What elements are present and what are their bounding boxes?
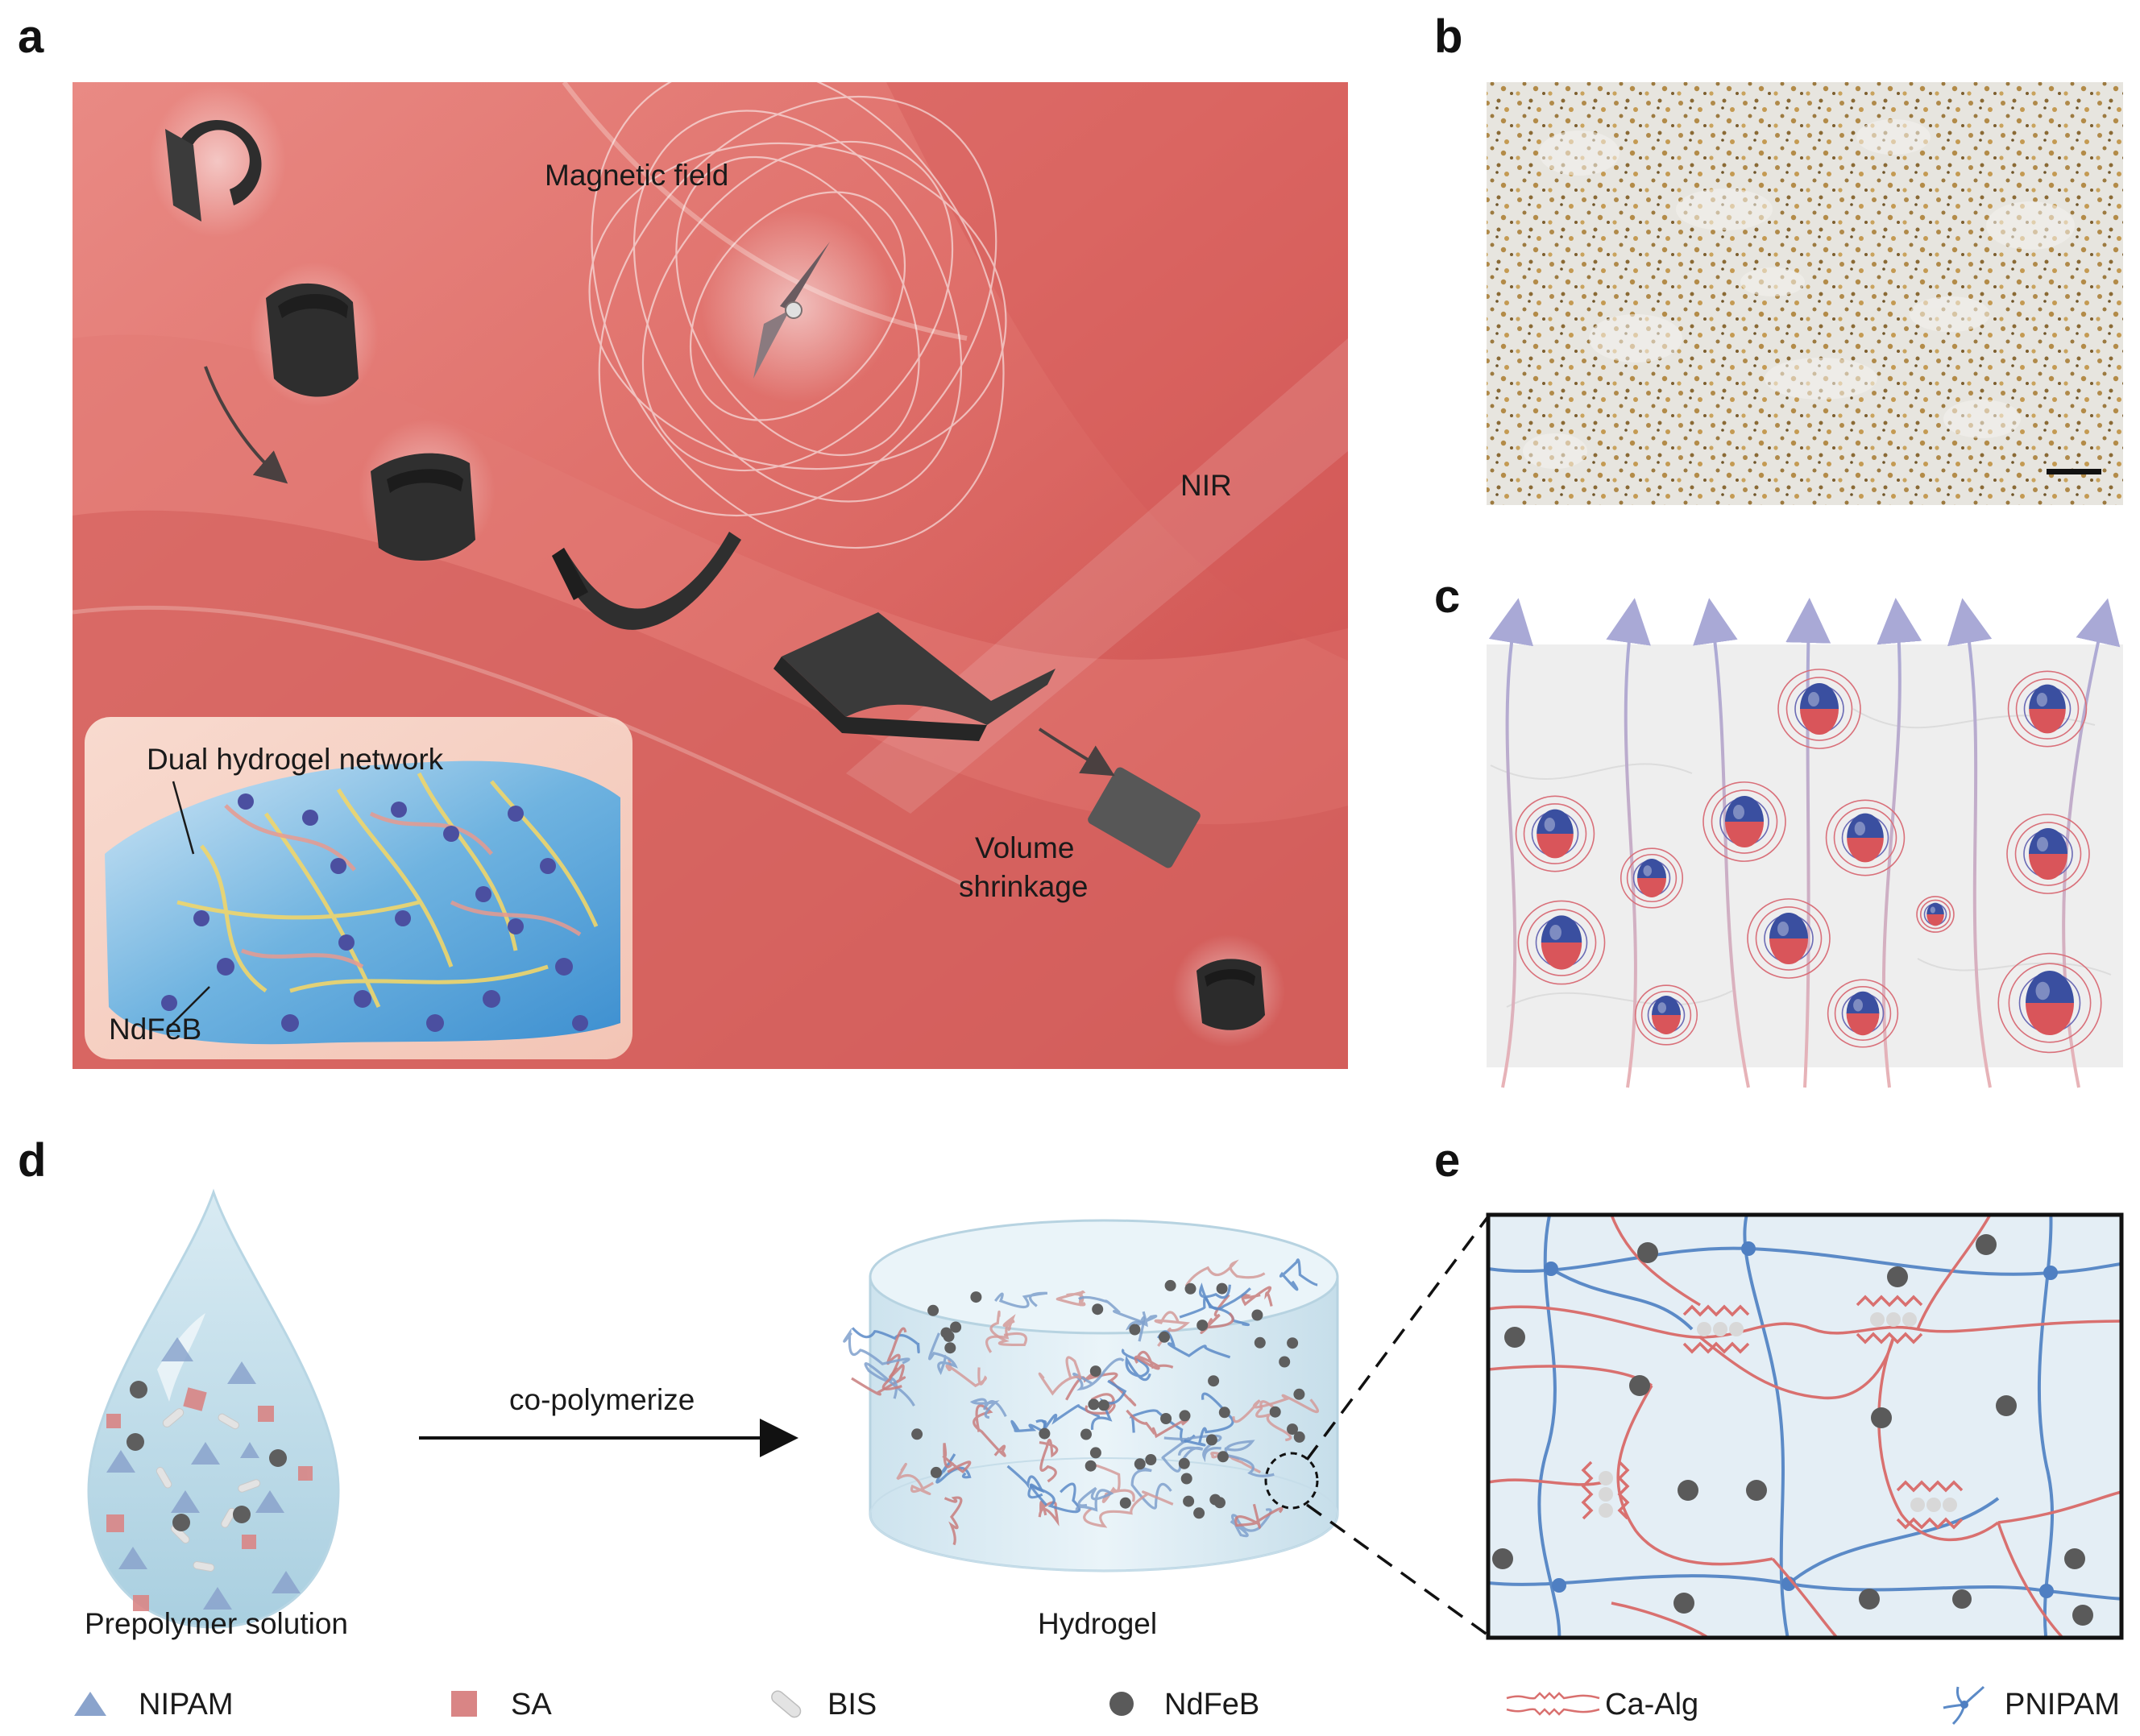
magnetic-dipole [1825, 799, 1906, 876]
magnetic-dipole [1517, 900, 1606, 985]
label-prepolymer: Prepolymer solution [85, 1607, 348, 1640]
robot-3 [359, 419, 496, 564]
magnetic-dipole [1916, 896, 1955, 933]
magnetic-dipole [1747, 898, 1831, 979]
label-magnetic-field: Magnetic field [545, 159, 728, 192]
panel-e-frame [1486, 1212, 2124, 1640]
legend-item-ca-alg: Ca-Alg [1506, 1688, 1698, 1721]
label-volume-shrinkage-1: Volume [975, 831, 1074, 864]
magnetic-dipole [1634, 984, 1698, 1046]
legend-label-ca-alg: Ca-Alg [1605, 1688, 1698, 1721]
magnet-needle-icon [753, 242, 830, 379]
panel-letter-c: c [1434, 570, 1460, 623]
panel-letter-a: a [18, 10, 44, 63]
magnetic-dipole [2006, 814, 2090, 894]
legend-label-pnipam: PNIPAM [2005, 1688, 2120, 1721]
motion-arrow-1 [204, 366, 288, 484]
legend-item-bis: BIS [771, 1688, 877, 1721]
prepolymer-droplet [87, 1188, 340, 1629]
inset-dual-network: Dual hydrogel network NdFeB [85, 717, 632, 1059]
magnetic-dipole [1777, 669, 1861, 749]
legend-item-nipam: NIPAM [74, 1688, 234, 1721]
legend: NIPAM SA BIS NdFeB Ca-Alg [74, 1685, 2120, 1726]
alginate-network [1488, 1215, 2121, 1638]
hydrogel-cylinder [843, 1219, 1339, 1572]
ndfeb-particles [1492, 1234, 2093, 1626]
sphere-icon [1109, 1692, 1134, 1716]
legend-label-sa: SA [511, 1688, 552, 1721]
robot-2 [250, 262, 379, 407]
label-nir: NIR [1180, 469, 1232, 502]
magnetic-dipole [2007, 670, 2088, 748]
triangle-icon [74, 1692, 106, 1716]
panel-letter-d: d [18, 1134, 46, 1187]
robot-5 [773, 612, 1055, 741]
square-icon [451, 1691, 477, 1717]
label-dual-network: Dual hydrogel network [147, 743, 444, 776]
label-ndfeb: NdFeB [109, 1013, 201, 1046]
panel-c: c [1434, 570, 2123, 1088]
panel-b: b [1434, 10, 2123, 505]
zoom-line-bottom [1305, 1503, 1490, 1637]
robot-1 [149, 85, 286, 238]
robot-7 [1172, 934, 1285, 1047]
zoom-line-top [1305, 1215, 1490, 1461]
dipole-group [1515, 669, 2102, 1054]
legend-item-ndfeb: NdFeB [1109, 1688, 1259, 1721]
micrograph-clear-regions [1523, 119, 2075, 469]
capsule-icon [771, 1690, 802, 1718]
magnetic-dipole [1827, 979, 1899, 1048]
legend-label-nipam: NIPAM [139, 1688, 234, 1721]
panel-e: e [1434, 1134, 2124, 1640]
legend-label-ndfeb: NdFeB [1164, 1688, 1259, 1721]
legend-label-bis: BIS [827, 1688, 877, 1721]
magnetic-field-lines [588, 82, 1007, 549]
legend-item-pnipam: PNIPAM [1943, 1685, 2120, 1726]
robot-6 [1088, 767, 1201, 868]
label-volume-shrinkage-2: shrinkage [959, 870, 1088, 903]
magnetic-dipole [1997, 952, 2102, 1054]
wavy-chain-icon [1506, 1692, 1600, 1716]
magnetic-dipole [1620, 847, 1684, 909]
label-hydrogel: Hydrogel [1038, 1607, 1157, 1640]
panel-d: d [18, 1134, 1490, 1640]
scale-bar [2047, 469, 2101, 474]
zoom-region [1264, 1452, 1319, 1510]
motion-arrow-2 [1038, 727, 1115, 777]
label-copolymerize: co-polymerize [509, 1383, 695, 1416]
calcium-ions [1599, 1312, 1957, 1518]
legend-item-sa: SA [451, 1688, 552, 1721]
magnetic-dipole [1515, 795, 1595, 872]
robot-4 [552, 532, 741, 630]
panel-letter-b: b [1434, 10, 1462, 63]
panel-letter-e: e [1434, 1134, 1460, 1187]
field-lines [1488, 598, 2121, 1088]
magnetic-dipole [1702, 781, 1786, 862]
panel-a: a [18, 10, 1348, 1069]
